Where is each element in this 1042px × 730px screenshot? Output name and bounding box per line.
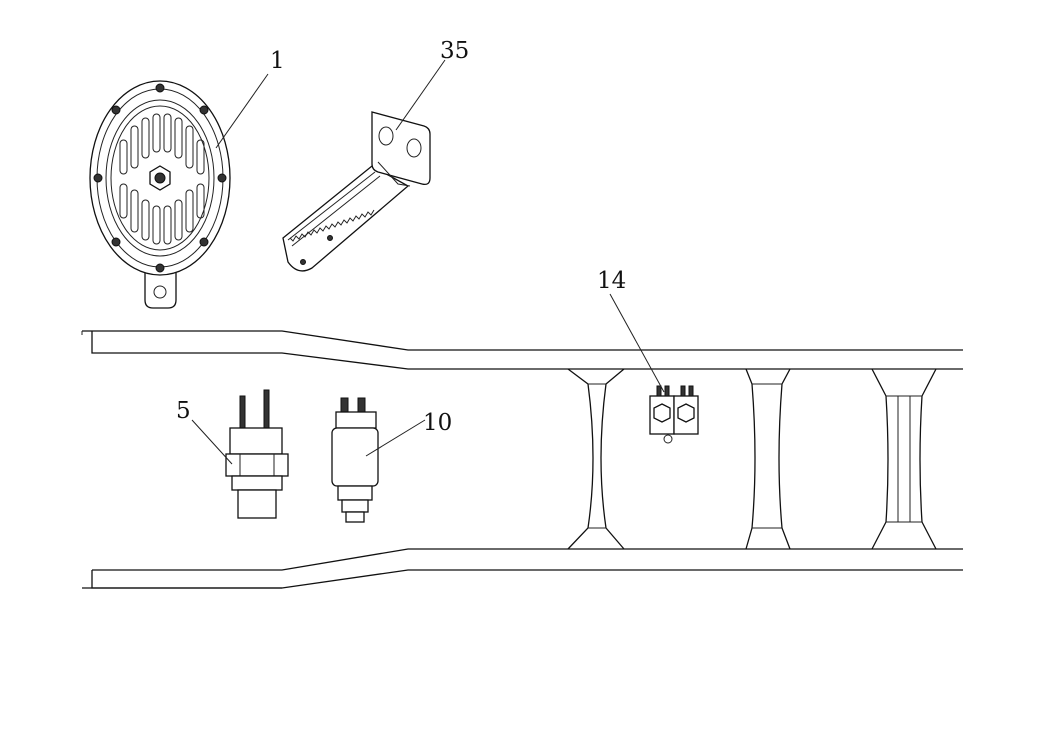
- callout-label-pressure-sensor: 10: [423, 410, 452, 436]
- pressure-switch-part: [225, 389, 289, 519]
- callout-label-horn: 1: [270, 48, 285, 74]
- callout-label-solenoid-valve: 14: [597, 268, 626, 294]
- chassis-frame: [81, 330, 963, 589]
- callout-label-bracket: 35: [440, 38, 469, 64]
- callout-label-pressure-switch: 5: [176, 398, 191, 424]
- horn-part: [89, 80, 231, 309]
- leader-lines: [191, 59, 665, 465]
- pressure-sensor-part: [331, 397, 379, 523]
- bracket-part: [282, 111, 431, 272]
- solenoid-valve-part: [649, 385, 699, 444]
